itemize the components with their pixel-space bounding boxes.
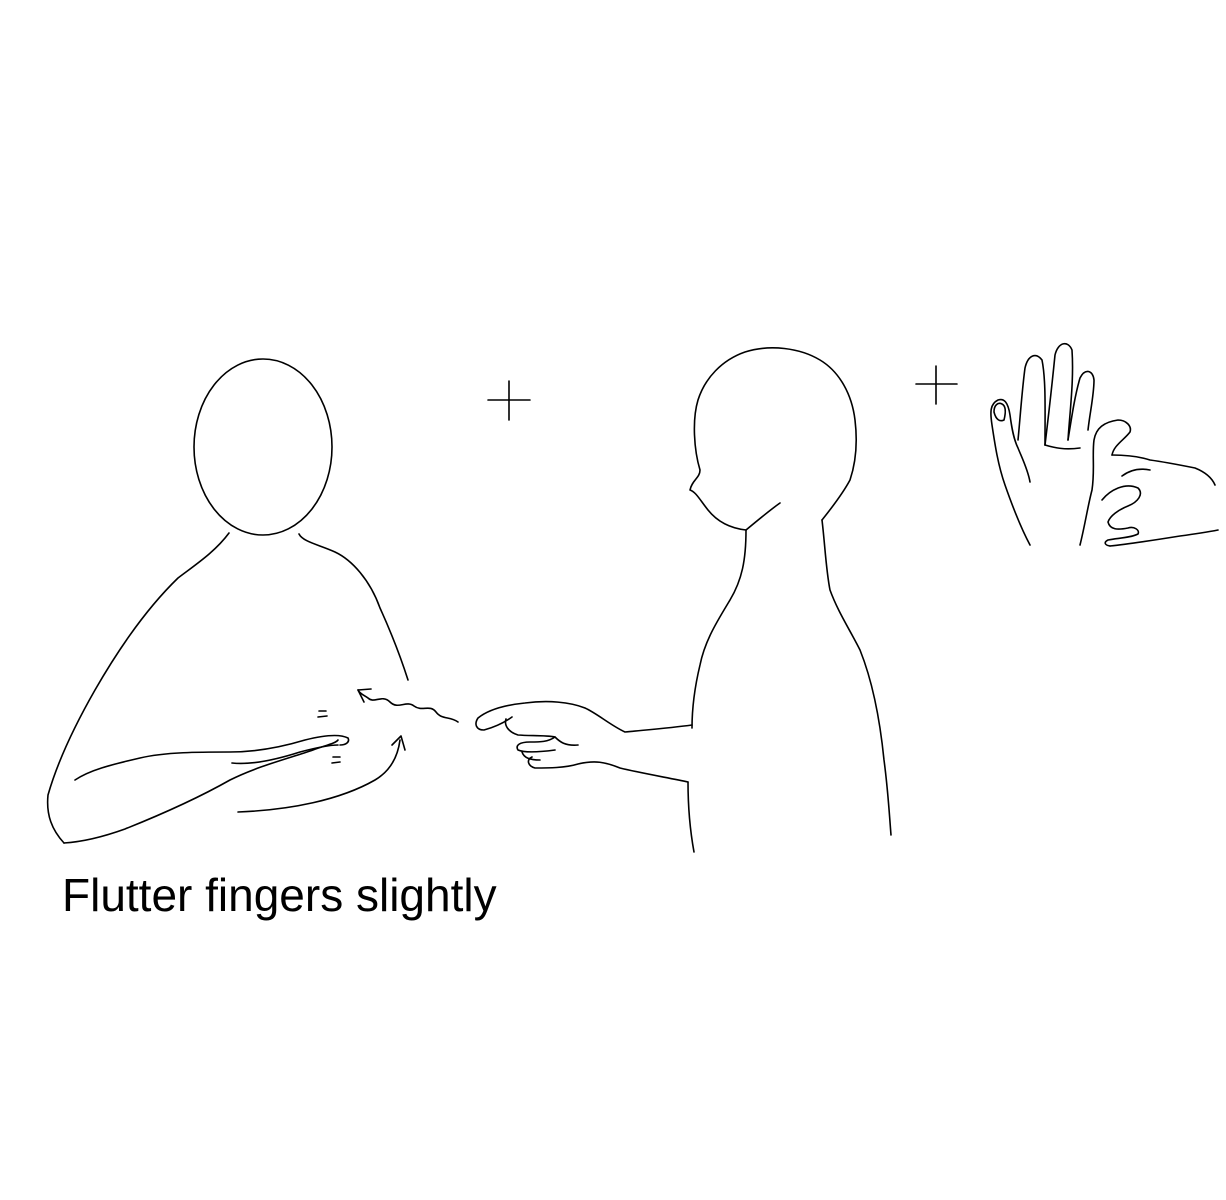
flutter-mark-lower [331,756,341,764]
closeup-front-hand-palm-line [1121,468,1151,477]
closeup-back-hand-palm [990,398,1031,546]
movement-arrow-wavy [357,689,459,723]
plus-sign-1 [487,380,531,421]
profile-signer-front [691,529,747,729]
profile-signer-thumb [554,736,579,746]
movement-arrow-curve [237,739,401,813]
profile-signer-arm-lower [527,756,689,783]
closeup-middle-finger [1044,342,1074,446]
plus-sign-2 [915,365,958,405]
movement-arrow-wavy-head [357,688,372,703]
closeup-index-finger [1017,354,1046,446]
front-signer-right-body [298,533,409,681]
profile-signer-head [689,347,857,531]
front-signer-forearm-lower [63,739,339,844]
closeup-front-hand-finger [1079,419,1132,546]
profile-signer-fingers [504,718,556,761]
hands-closeup-figure [990,342,1219,547]
caption: Flutter fingers slightly [62,869,497,921]
closeup-front-hand-knuckles [1111,454,1216,486]
closeup-palm-crease [1044,444,1081,450]
closeup-thumb-nail [993,402,1007,422]
front-signer-head [193,358,333,536]
movement-arrow-curve-head [391,735,406,751]
flutter-mark-upper [317,710,328,718]
closeup-front-hand-wrist [1109,529,1219,547]
closeup-ring-finger [1067,370,1095,441]
profile-signer-back [821,519,892,836]
profile-signer-figure [475,347,892,853]
front-signer-fingers [231,744,339,765]
front-signer-left-body [46,532,230,844]
profile-signer-jaw [745,502,781,531]
front-signer-figure [46,358,459,844]
closeup-front-hand-curled [1101,485,1142,547]
front-signer-forearm-upper [74,734,350,781]
profile-signer-lower-front [687,781,695,853]
profile-signer-arm-upper [475,700,693,733]
